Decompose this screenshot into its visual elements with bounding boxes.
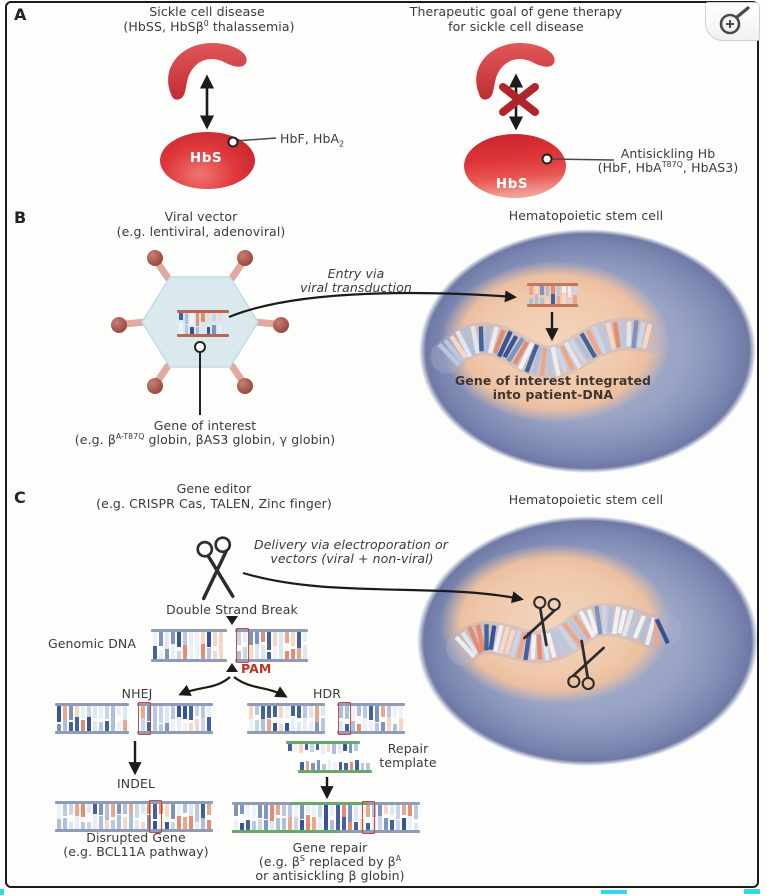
integrated-caption-1: Gene of interest integrated	[454, 373, 652, 388]
panel-a-left-subtitle: (HbSS, HbSβ0 thalassemia)	[123, 18, 295, 34]
gene-editor-title-1: Gene editor	[176, 481, 252, 496]
gene-of-interest-dot	[194, 341, 206, 353]
sickle-cell-shape-left	[168, 42, 247, 100]
nhej-label: NHEJ	[121, 686, 153, 701]
genomic-dna-label: Genomic DNA	[47, 636, 137, 651]
hbs-label-right: HbS	[495, 176, 529, 192]
repair-template-top	[286, 741, 360, 758]
entry-label-2: viral transduction	[300, 280, 412, 295]
transgene-fragment-dna	[527, 283, 578, 307]
vector-transgene-dna	[177, 310, 229, 337]
viral-vector-title-2: (e.g. lentiviral, adenoviral)	[116, 224, 286, 239]
dsb-label: Double Strand Break	[166, 602, 298, 617]
gene-editor-title-2: (e.g. CRISPR Cas, TALEN, Zinc finger)	[96, 496, 332, 511]
delivery-label-1: Delivery via electroporation or	[254, 537, 448, 552]
panel-b-label: B	[14, 208, 27, 227]
hdr-branch-arrow	[233, 676, 288, 698]
scissors-icon-main	[196, 536, 235, 601]
hbs-label-left: HbS	[189, 150, 223, 166]
pam-label: PAM	[241, 661, 272, 676]
gene-of-interest-label-2: (e.g. βA-T87Q globin, βAS3 globin, γ glo…	[74, 431, 336, 447]
repair-template-label-2: template	[379, 755, 437, 770]
hsc-title-b: Hematopoietic stem cell	[508, 208, 664, 223]
panel-a-label: A	[14, 5, 27, 24]
panel-c-label: C	[14, 488, 26, 507]
indel-label: INDEL	[116, 776, 156, 791]
pam-pointer-triangle	[226, 663, 238, 672]
hdr-cut-dna	[247, 702, 405, 735]
delivery-label-2: vectors (viral + non-viral)	[270, 551, 434, 566]
hbf-hba2-label: HbF, HbA2	[280, 131, 345, 149]
magnifier-plus-icon	[719, 5, 750, 34]
link-fragment	[0, 889, 4, 895]
genomic-dna-strand	[151, 628, 308, 663]
disrupted-gene-caption-1: Disrupted Gene	[86, 830, 186, 845]
viral-vector-title-1: Viral vector	[164, 209, 238, 224]
panel-a-right-title-2: for sickle cell disease	[448, 19, 584, 34]
antisickling-label-2: (HbF, HbAT87Q, HbAS3)	[597, 159, 739, 175]
gene-repair-caption-2: (e.g. βS replaced by βA	[258, 853, 402, 869]
entry-label-1: Entry via	[327, 266, 385, 281]
gene-of-interest-label-1: Gene of interest	[153, 418, 257, 433]
stem-cell-nucleus-c	[440, 544, 671, 704]
hdr-label: HDR	[312, 686, 342, 701]
gene-repair-caption-3: or antisickling β globin)	[255, 868, 405, 883]
gene-repair-caption-1: Gene repair	[292, 840, 368, 855]
link-fragment	[601, 890, 627, 894]
sickle-cell-shape-right	[476, 42, 555, 100]
nhej-cut-dna	[55, 702, 213, 735]
panel-a-left-title: Sickle cell disease	[149, 4, 265, 19]
integrated-caption-2: into patient-DNA	[492, 387, 614, 402]
link-fragment	[744, 889, 760, 894]
nhej-branch-arrow	[178, 676, 231, 696]
repair-template-label-1: Repair	[387, 741, 429, 756]
indel-dna	[55, 800, 213, 833]
repair-template-bottom	[298, 756, 372, 773]
blocked-x-icon	[499, 83, 539, 116]
repaired-dna	[232, 801, 420, 834]
disrupted-gene-caption-2: (e.g. BCL11A pathway)	[63, 844, 209, 859]
antisickling-label-1: Antisickling Hb	[620, 146, 716, 161]
red-blood-cell-right	[464, 134, 566, 198]
zoom-in-button[interactable]	[705, 2, 760, 41]
hsc-title-c: Hematopoietic stem cell	[508, 492, 664, 507]
panel-a-right-title-1: Therapeutic goal of gene therapy	[409, 4, 623, 19]
